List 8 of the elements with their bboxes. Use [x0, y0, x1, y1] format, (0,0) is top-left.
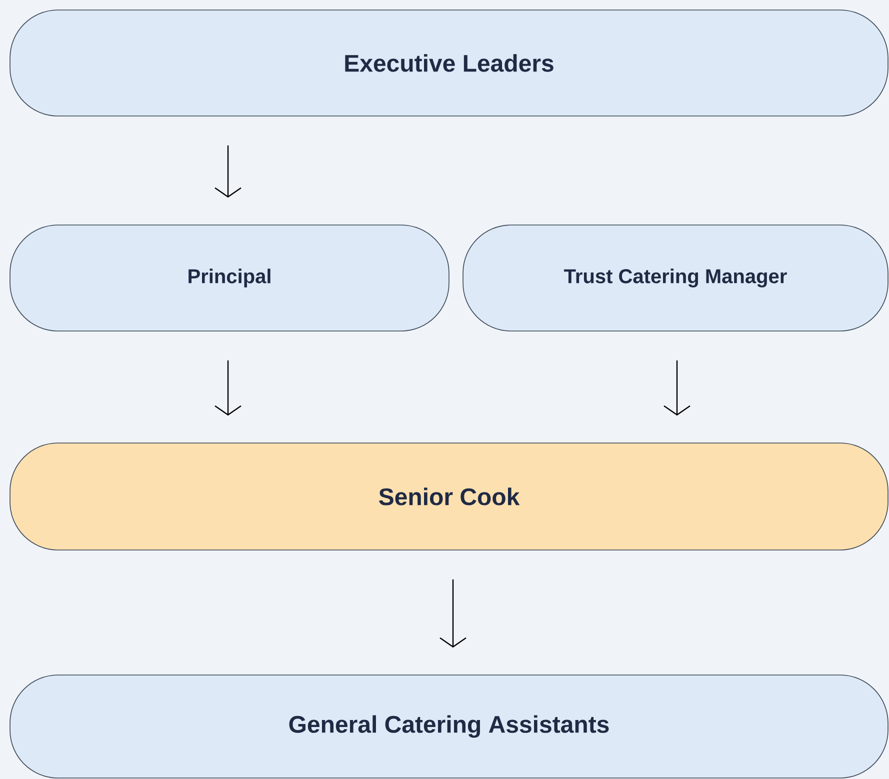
role-box: Executive Leaders [10, 10, 888, 116]
arrow [440, 579, 466, 648]
arrow [214, 360, 242, 416]
role-box: Principal [10, 224, 450, 332]
arrow [664, 360, 690, 416]
role-box: General Catering Assistants [10, 674, 888, 778]
role-box: Senior Cook [10, 442, 888, 550]
role-box: Trust Catering Manager [462, 224, 888, 332]
